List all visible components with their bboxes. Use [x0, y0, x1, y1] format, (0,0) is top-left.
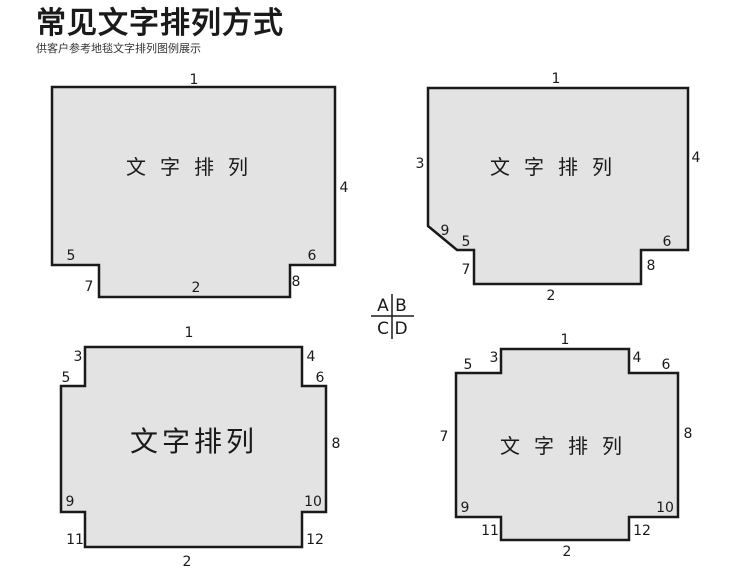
shape-b-edge-label: 3: [416, 156, 425, 172]
legend-letter-b: B: [395, 296, 407, 316]
shape-d-text: 文字排列: [500, 434, 636, 458]
shape-a-edge-label: 4: [340, 180, 349, 196]
shape-d-outline: [454, 347, 680, 542]
shape-b-edge-label: 9: [441, 223, 450, 239]
shape-a-edge-label: 6: [308, 248, 317, 264]
shape-d-edge-label: 5: [464, 357, 473, 373]
shape-d-edge-label: 10: [656, 500, 674, 516]
shape-a: 文字排列 1 4 5 6 7 2 8: [50, 72, 349, 299]
shape-c-edge-label: 6: [316, 370, 325, 386]
shape-c-edge-label: 5: [62, 370, 71, 386]
shape-a-text: 文字排列: [126, 155, 262, 179]
shape-a-edge-label: 1: [190, 72, 199, 88]
shape-c: 文字排列 1 3 4 5 6 8 9 10 11 12 2: [59, 325, 341, 570]
shape-b-edge-label: 2: [547, 288, 556, 304]
shape-a-edge-label: 5: [67, 248, 76, 264]
shape-a-edge-label: 7: [85, 279, 94, 295]
shape-a-edge-label: 8: [292, 274, 301, 290]
shape-c-text: 文字排列: [130, 425, 258, 458]
shape-c-edge-label: 9: [66, 494, 75, 510]
shape-a-outline: [50, 85, 337, 299]
legend-letter-c: C: [377, 319, 389, 339]
shape-c-edge-label: 2: [183, 554, 192, 570]
shape-c-outline: [59, 345, 328, 549]
shape-b-edge-label: 5: [462, 234, 471, 250]
shape-b-edge-label: 4: [692, 150, 701, 166]
shape-b-edge-label: 6: [663, 234, 672, 250]
shape-c-edge-label: 1: [185, 325, 194, 341]
shape-b-edge-label: 7: [462, 262, 471, 278]
shape-c-edge-label: 3: [74, 349, 83, 365]
shape-b: 文字排列 1 3 4 9 5 6 7 8 2: [416, 71, 701, 304]
shape-d-edge-label: 6: [662, 357, 671, 373]
shape-c-edge-label: 10: [304, 494, 322, 510]
shape-c-edge-label: 12: [306, 532, 324, 548]
shape-c-edge-label: 8: [332, 436, 341, 452]
quadrant-legend: A B C D: [371, 294, 414, 339]
header: 常见文字排列方式 供客户参考地毯文字排列图例展示: [36, 6, 284, 56]
shape-b-edge-label: 8: [647, 258, 656, 274]
shape-d-edge-label: 3: [490, 350, 499, 366]
shape-b-text: 文字排列: [490, 155, 626, 179]
shape-d-edge-label: 2: [563, 544, 572, 560]
shape-d-edge-label: 11: [481, 523, 499, 539]
shape-b-edge-label: 1: [552, 71, 561, 87]
shape-d-edge-label: 1: [561, 332, 570, 348]
legend-letter-a: A: [377, 296, 389, 316]
shape-d: 文字排列 1 3 4 5 6 7 8 9 10 11 12 2: [440, 332, 693, 560]
page-title: 常见文字排列方式: [36, 6, 284, 41]
shape-d-edge-label: 7: [440, 429, 449, 445]
shape-d-edge-label: 4: [633, 350, 642, 366]
page-subtitle: 供客户参考地毯文字排列图例展示: [36, 42, 201, 55]
shape-c-edge-label: 4: [307, 349, 316, 365]
shape-b-outline: [426, 86, 690, 286]
shape-d-edge-label: 9: [461, 500, 470, 516]
shape-d-edge-label: 12: [633, 523, 651, 539]
shape-d-edge-label: 8: [684, 426, 693, 442]
shape-a-edge-label: 2: [192, 280, 201, 296]
shape-c-edge-label: 11: [66, 532, 84, 548]
legend-letter-d: D: [394, 319, 407, 339]
